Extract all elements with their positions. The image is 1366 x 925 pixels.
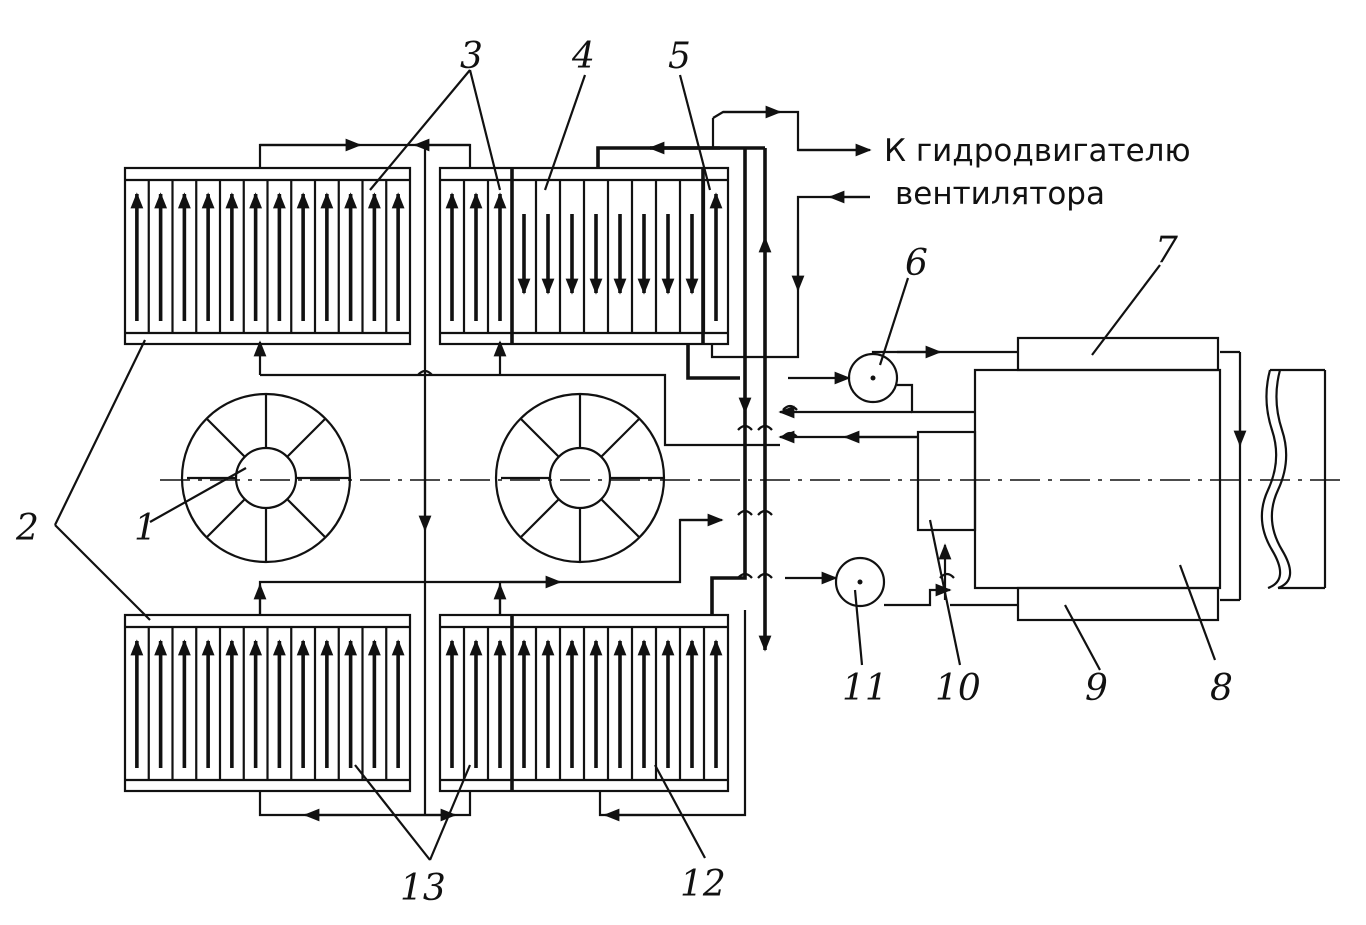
pump-lower — [834, 556, 886, 608]
radiator-bottom-right — [438, 613, 730, 793]
label-4: 4 — [571, 36, 595, 77]
label-8: 8 — [1210, 668, 1233, 709]
label-6: 6 — [905, 243, 928, 284]
annotation-line-1: К гидродвигателю — [884, 133, 1191, 169]
label-3: 3 — [460, 36, 483, 77]
label-12: 12 — [680, 864, 726, 905]
radiator-tubes — [445, 180, 723, 333]
annotation-line-2: вентилятора — [895, 176, 1105, 212]
label-5: 5 — [668, 36, 691, 77]
label-2: 2 — [15, 508, 39, 549]
label-7: 7 — [1155, 230, 1178, 271]
fan-right — [494, 392, 666, 564]
leader-lines — [54, 69, 1217, 861]
radiator-tubes — [130, 180, 405, 333]
radiator-tubes — [130, 627, 405, 780]
label-13: 13 — [400, 868, 446, 909]
engine-assembly — [916, 336, 1327, 622]
radiator-top-right — [438, 166, 730, 346]
radiator-bottom-left — [123, 613, 412, 793]
radiator-top-left — [123, 166, 412, 346]
pump-upper — [847, 352, 899, 404]
label-10: 10 — [935, 668, 981, 709]
label-1: 1 — [134, 508, 157, 549]
piping — [253, 105, 1018, 822]
label-9: 9 — [1085, 668, 1108, 709]
fan-left — [180, 392, 352, 564]
radiator-tubes — [445, 627, 723, 780]
label-11: 11 — [842, 668, 888, 709]
